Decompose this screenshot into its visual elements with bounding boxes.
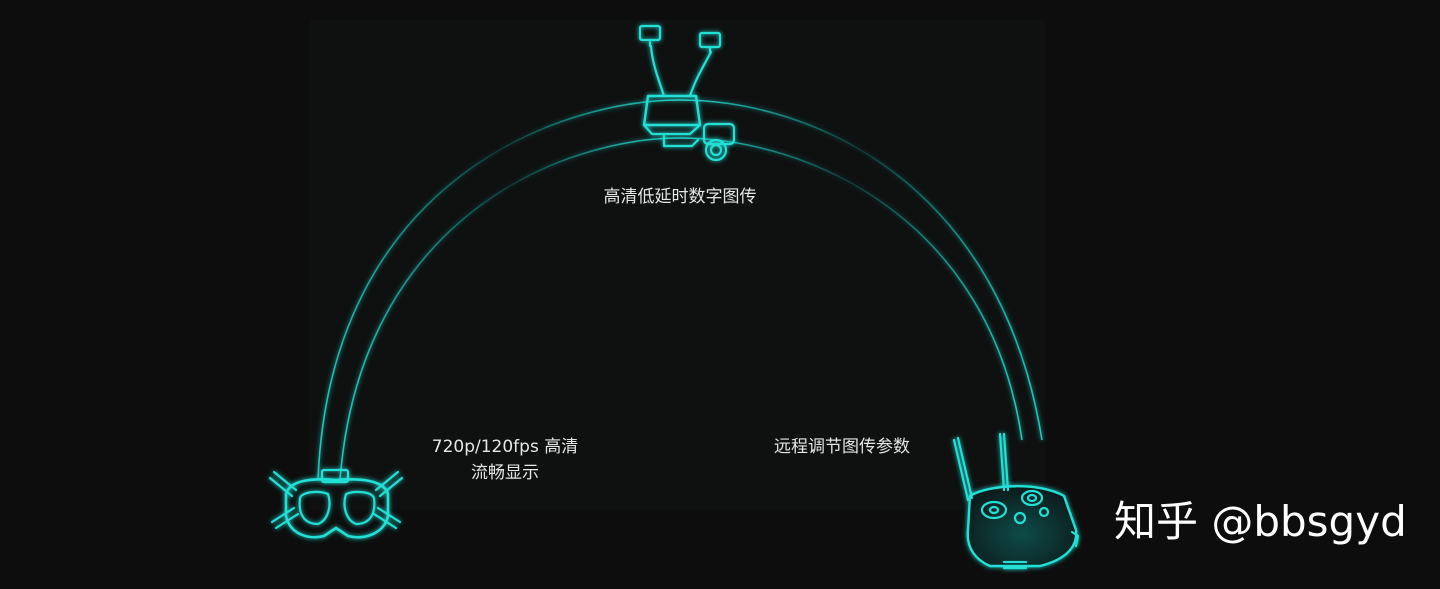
connection-arcs — [317, 99, 1043, 481]
feature-label-right: 远程调节图传参数 — [774, 437, 910, 457]
inner-arc — [339, 137, 1023, 481]
fpv-goggles-icon — [268, 468, 404, 539]
watermark: 知乎 @bbsgyd — [1114, 497, 1407, 546]
diagram-panel — [310, 20, 1045, 510]
feature-label-top: 高清低延时数字图传 — [603, 187, 757, 207]
remote-controller-icon — [952, 432, 1080, 570]
air-unit-icon — [638, 24, 736, 162]
feature-label-left: 720p/120fps 高清 流畅显示 — [410, 434, 600, 486]
feature-label-left-line1: 720p/120fps 高清 — [431, 437, 579, 457]
feature-label-left-line2: 流畅显示 — [471, 463, 539, 483]
outer-arc — [317, 99, 1043, 481]
